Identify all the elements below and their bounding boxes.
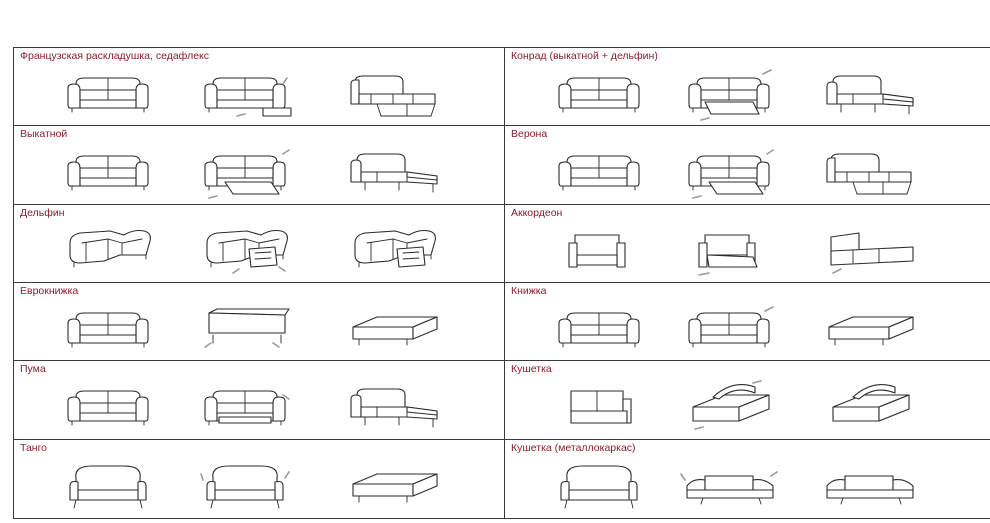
mechanism-cell: Аккордеон — [505, 205, 990, 283]
mechanism-label: Верона — [511, 128, 548, 141]
corner-sofa-open-icon — [347, 221, 441, 279]
mechanism-cell: Пума — [14, 361, 505, 440]
sofa-unfolding-icon — [199, 64, 293, 122]
couch-open-icon — [823, 377, 917, 435]
sofa-bed-frame-icon — [347, 64, 441, 122]
mechanism-grid: Французская раскладушка, седафлекс Конрад… — [13, 47, 990, 519]
sofa-bed-open-icon — [347, 377, 441, 435]
mechanism-label: Танго — [20, 441, 48, 454]
mechanism-cell: Французская раскладушка, седафлекс — [14, 48, 505, 127]
couch-closed-icon — [553, 377, 647, 435]
mechanism-label: Пума — [20, 363, 46, 376]
metal-couch-arms-folding-icon — [680, 456, 778, 514]
mechanism-cell: Кушетка — [505, 361, 990, 440]
couch-pulling-icon — [683, 377, 777, 435]
metal-couch-bed-flat-icon — [823, 456, 917, 514]
compact-sofa-closed-icon — [553, 221, 647, 279]
mechanism-label: Книжка — [511, 285, 547, 297]
sofa-rollout-dolphin-icon — [683, 64, 777, 122]
corner-sofa-closed-icon — [62, 221, 156, 279]
mechanism-cell: Еврокнижка — [14, 283, 505, 362]
sofa-closed-icon — [553, 142, 647, 200]
sofa-closed-icon — [62, 377, 156, 435]
mechanism-label: Кушетка — [511, 363, 552, 376]
mechanism-label: Выкатной — [20, 128, 68, 141]
mechanism-label: Еврокнижка — [20, 285, 79, 297]
armchair-sofa-closed-icon — [62, 456, 156, 514]
corner-sofa-dolphin-icon — [199, 221, 293, 279]
mechanism-label: Кушетка (металлокаркас) — [511, 441, 636, 454]
sofa-closed-icon — [62, 299, 156, 357]
compact-sofa-pulling-icon — [683, 221, 777, 279]
mechanism-label: Аккордеон — [511, 206, 563, 219]
sofa-arms-folding-icon — [199, 456, 293, 514]
mechanism-label: Дельфин — [20, 206, 65, 219]
sofa-closed-icon — [62, 64, 156, 122]
compact-sofa-unfolded-icon — [823, 221, 917, 279]
mechanism-cell: Выкатной — [14, 126, 505, 205]
sofa-bed-frame-icon — [823, 142, 917, 200]
sofa-bed-open-icon — [823, 64, 917, 122]
mechanism-cell: Кушетка (металлокаркас) — [505, 440, 990, 518]
sofa-lift-icon — [199, 377, 293, 435]
metal-couch-closed-icon — [553, 456, 647, 514]
sofa-seat-forward-icon — [199, 299, 293, 357]
sofa-bed-flat-icon — [823, 299, 917, 357]
sofa-closed-icon — [553, 64, 647, 122]
sofa-bed-open-icon — [347, 142, 441, 200]
sofa-bed-flat-icon — [347, 456, 441, 514]
sofa-rollout-icon — [199, 142, 293, 200]
sofa-back-lowering-icon — [683, 299, 777, 357]
mechanism-cell: Конрад (выкатной + дельфин) — [505, 48, 990, 127]
mechanism-cell: Танго — [14, 439, 505, 518]
sofa-rollout-icon — [683, 142, 777, 200]
mechanism-cell: Верона — [505, 126, 990, 205]
sofa-bed-flat-icon — [347, 299, 441, 357]
mechanism-cell: Дельфин — [14, 204, 505, 283]
sofa-closed-icon — [62, 142, 156, 200]
mechanism-label: Конрад (выкатной + дельфин) — [511, 50, 658, 62]
mechanism-cell: Книжка — [505, 283, 990, 362]
mechanism-label: Французская раскладушка, седафлекс — [20, 50, 210, 62]
sofa-closed-icon — [553, 299, 647, 357]
